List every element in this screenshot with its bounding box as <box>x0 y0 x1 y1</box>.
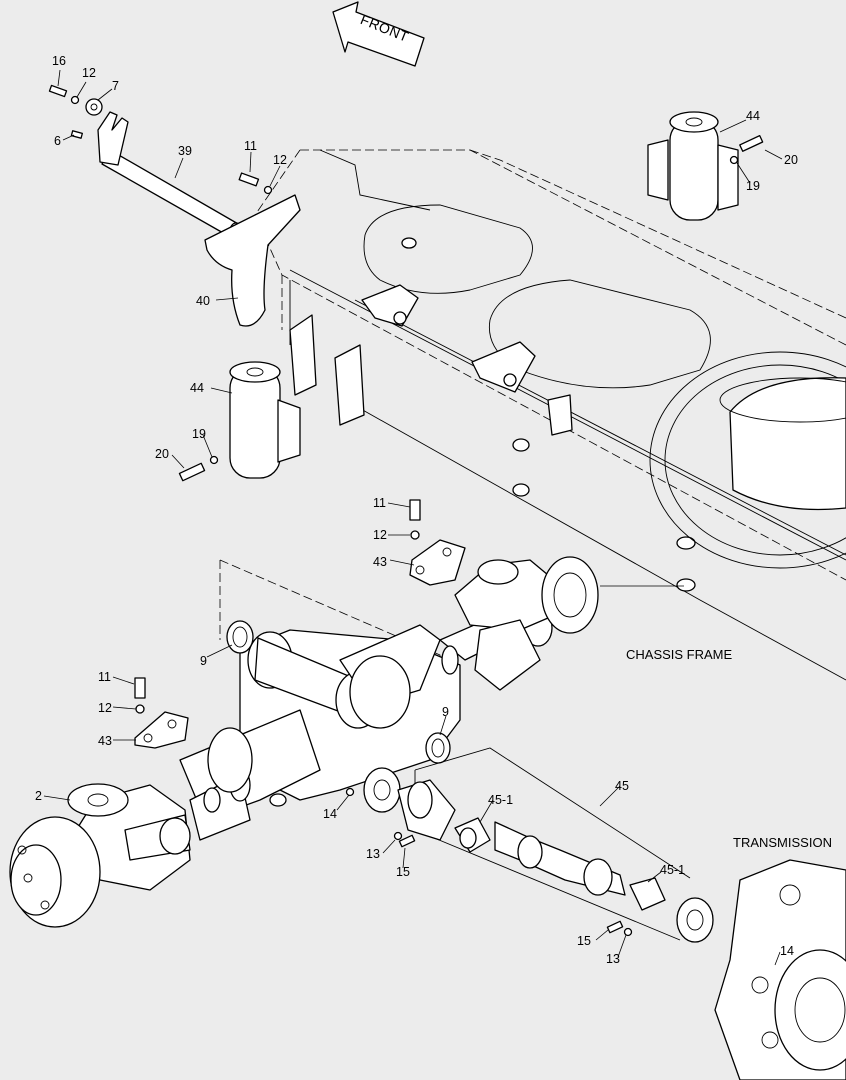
callout-14: 14 <box>323 807 337 821</box>
callout-19: 19 <box>192 427 206 441</box>
callout-9: 9 <box>200 654 207 668</box>
pin-assembly <box>48 84 301 327</box>
callout-11: 11 <box>98 670 111 684</box>
callout-2: 2 <box>35 789 42 803</box>
callout-20: 20 <box>784 153 798 167</box>
transmission <box>714 859 846 1080</box>
chassis-frame-label: CHASSIS FRAME <box>626 647 733 662</box>
callout-6: 6 <box>54 134 61 148</box>
leader-lines <box>43 69 783 966</box>
mount-plate-upper <box>409 499 466 586</box>
cylinder-lower <box>178 361 301 482</box>
callout-44: 44 <box>746 109 760 123</box>
front-axle <box>9 556 599 928</box>
chassis-frame <box>254 149 846 681</box>
callout-45-1: 45-1 <box>660 863 685 877</box>
callout-20: 20 <box>155 447 169 461</box>
cylinder-upper <box>647 111 764 221</box>
callout-13: 13 <box>366 847 380 861</box>
callout-12: 12 <box>273 153 287 167</box>
drive-shaft <box>345 747 778 973</box>
callout-11: 11 <box>244 139 257 153</box>
callout-45: 45 <box>615 779 629 793</box>
mount-plate-lower <box>134 677 189 749</box>
callout-7: 7 <box>112 79 119 93</box>
callout-14: 14 <box>780 944 794 958</box>
callout-12: 12 <box>98 701 112 715</box>
callout-labels: 16 12 7 6 39 11 12 40 44 20 19 44 19 20 … <box>35 54 798 966</box>
callout-16: 16 <box>52 54 66 68</box>
callout-15: 15 <box>577 934 591 948</box>
o-ring-upper <box>226 620 254 654</box>
callout-19: 19 <box>746 179 760 193</box>
callout-43: 43 <box>373 555 387 569</box>
callout-12: 12 <box>373 528 387 542</box>
callout-11: 11 <box>373 496 386 510</box>
callout-9: 9 <box>442 705 449 719</box>
front-arrow: FRONT <box>332 1 425 67</box>
callout-12: 12 <box>82 66 96 80</box>
callout-43: 43 <box>98 734 112 748</box>
callout-40: 40 <box>196 294 210 308</box>
callout-15: 15 <box>396 865 410 879</box>
transmission-label: TRANSMISSION <box>733 835 832 850</box>
callout-45-1: 45-1 <box>488 793 513 807</box>
callout-13: 13 <box>606 952 620 966</box>
callout-39: 39 <box>178 144 192 158</box>
callout-44: 44 <box>190 381 204 395</box>
o-ring-lower <box>425 732 451 764</box>
